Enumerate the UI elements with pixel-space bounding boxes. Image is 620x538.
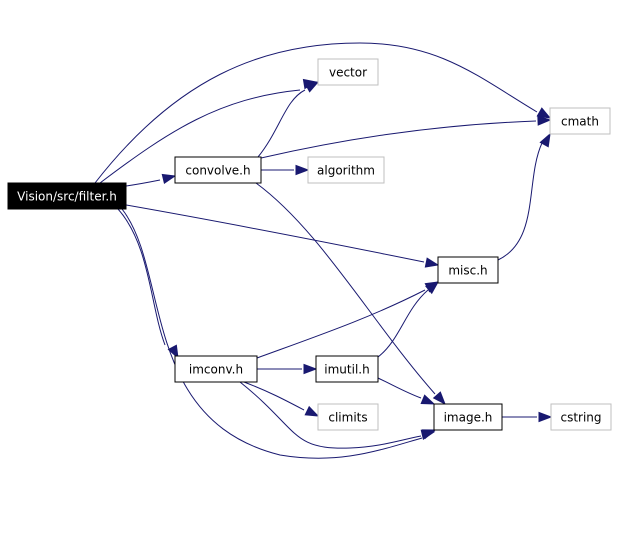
edge-line (377, 289, 429, 358)
edge-imconv-to-imutil (257, 363, 318, 375)
edge-convolve-to-vector (257, 81, 320, 158)
node-box (549, 107, 611, 135)
node-label-vector: vector (329, 66, 367, 80)
arrowhead-icon (424, 257, 440, 268)
node-box (437, 256, 499, 284)
node-label-algorithm: algorithm (317, 164, 375, 178)
edge-imutil-to-image (377, 377, 436, 405)
node-box (315, 355, 379, 383)
arrowhead-icon (538, 411, 553, 423)
edge-line (99, 89, 301, 184)
edge-filter-to-convolve (125, 173, 177, 187)
node-box (7, 182, 127, 210)
arrowhead-icon (304, 81, 320, 93)
arrowhead-icon (432, 391, 446, 406)
node-label-cstring: cstring (560, 411, 601, 425)
arrowhead-icon (537, 115, 552, 126)
node-label-imconv: imconv.h (189, 363, 243, 377)
edges-layer (94, 42, 553, 459)
node-label-filter: Vision/src/filter.h (17, 190, 117, 204)
edge-line (239, 381, 422, 449)
node-image[interactable]: image.h (433, 403, 503, 431)
node-label-climits: climits (328, 411, 367, 425)
node-climits: climits (317, 403, 379, 431)
arrowhead-icon (303, 363, 318, 375)
edge-imconv-to-climits (243, 381, 320, 417)
edge-misc-to-cmath (497, 132, 551, 261)
arrowhead-icon (536, 107, 552, 119)
node-box (174, 156, 262, 184)
edge-line (125, 204, 425, 263)
arrowhead-icon (304, 405, 320, 417)
edge-convolve-to-image (255, 182, 446, 406)
arrowhead-icon (425, 281, 440, 295)
arrowhead-icon (295, 164, 310, 176)
edge-filter-to-cmath (94, 42, 552, 184)
node-cstring: cstring (550, 403, 612, 431)
edge-imconv-to-image (239, 381, 436, 449)
edge-filter-to-image (121, 208, 437, 459)
edge-line (117, 208, 166, 346)
node-box (307, 156, 385, 184)
arrowhead-icon (420, 394, 436, 405)
node-imconv[interactable]: imconv.h (174, 355, 258, 383)
node-cmath: cmath (549, 107, 611, 135)
arrowhead-icon (161, 173, 177, 184)
node-algorithm: algorithm (307, 156, 385, 184)
edge-line (377, 377, 422, 399)
node-label-image: image.h (444, 411, 493, 425)
edge-line (260, 120, 537, 159)
node-box (317, 403, 379, 431)
edge-line (94, 42, 538, 184)
edge-convolve-to-algorithm (261, 164, 310, 176)
node-box (550, 403, 612, 431)
arrowhead-icon (167, 344, 179, 360)
edge-line (257, 89, 306, 158)
node-misc[interactable]: misc.h (437, 256, 499, 284)
edge-line (255, 182, 436, 395)
nodes-layer: Vision/src/filter.h convolve.h vector cmath… (7, 58, 612, 431)
arrowhead-icon (420, 429, 436, 440)
arrowhead-icon (539, 132, 551, 148)
edge-image-to-cstring (501, 411, 553, 423)
edge-convolve-to-cmath (260, 115, 552, 159)
node-filter[interactable]: Vision/src/filter.h (7, 182, 127, 210)
edge-filter-to-misc (125, 204, 440, 268)
node-label-cmath: cmath (561, 115, 599, 129)
edge-line (243, 381, 305, 411)
node-label-misc: misc.h (448, 264, 487, 278)
node-box (433, 403, 503, 431)
edge-line (125, 179, 161, 187)
node-box (317, 58, 379, 86)
edge-line (497, 142, 543, 261)
edge-filter-to-imconv (117, 208, 179, 360)
node-convolve[interactable]: convolve.h (174, 156, 262, 184)
node-imutil[interactable]: imutil.h (315, 355, 379, 383)
node-box (174, 355, 258, 383)
edge-imutil-to-misc (377, 281, 440, 358)
edge-imconv-to-misc (256, 281, 440, 359)
edge-line (121, 208, 423, 459)
node-label-convolve: convolve.h (185, 164, 250, 178)
edge-line (256, 289, 426, 359)
node-label-imutil: imutil.h (324, 363, 369, 377)
node-vector: vector (317, 58, 379, 86)
